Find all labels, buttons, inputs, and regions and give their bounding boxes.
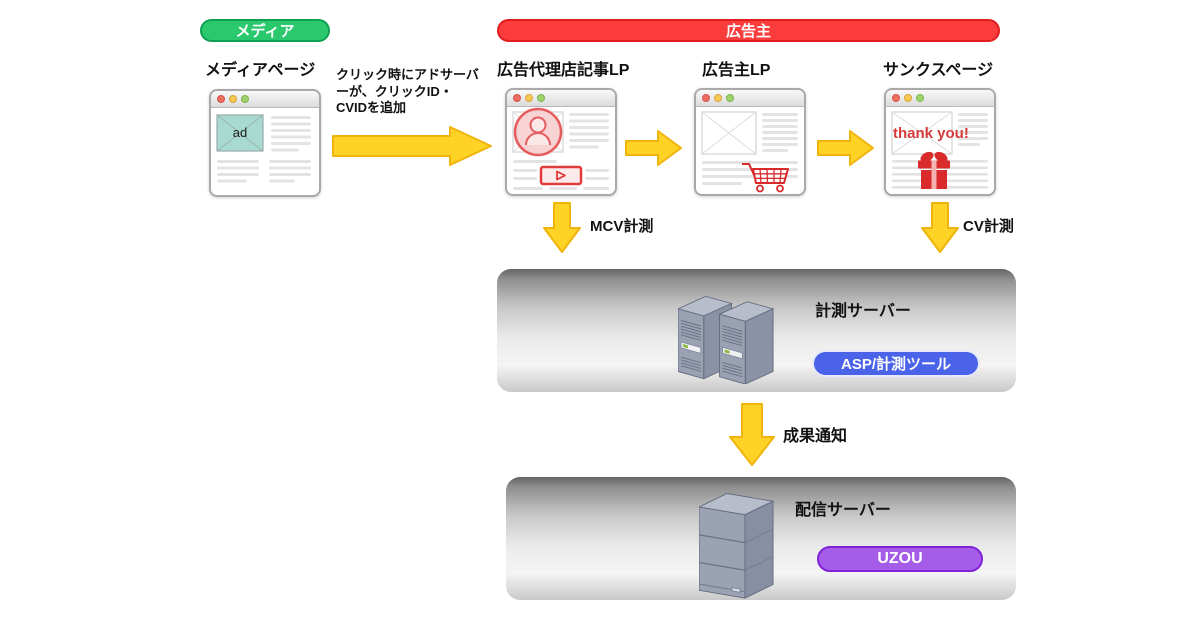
advertiser-domain-badge: 広告主 (497, 19, 1000, 42)
advertiser-lp-window (694, 88, 806, 196)
cv-down-arrow-icon (921, 202, 959, 253)
zoom-dot-icon (241, 95, 249, 103)
agency-lp-content (507, 107, 615, 194)
media-page-title: メディアページ (205, 62, 316, 79)
thank-you-text: thank you! (893, 125, 969, 142)
ad-label: ad (233, 125, 247, 140)
result-notify-label: 成果通知 (783, 428, 848, 445)
agency-lp-graphic (512, 107, 609, 190)
gift-box-icon (918, 151, 950, 189)
asp-tool-badge: ASP/計測ツール (812, 350, 980, 377)
click-id-note: クリック時にアドサーバーが、クリックID・CVIDを追加 (336, 67, 479, 116)
flow-arrow-right-icon (817, 130, 874, 166)
flow-arrow-right-icon (625, 130, 682, 166)
shopping-cart-icon (742, 163, 789, 193)
agency-lp-window (505, 88, 617, 196)
media-page-window: ad (209, 89, 321, 197)
cv-measure-label: CV計測 (963, 218, 1014, 235)
mcv-measure-label: MCV計測 (590, 218, 654, 235)
advertiser-lp-content (696, 107, 804, 194)
person-avatar-icon (513, 107, 563, 157)
agency-lp-title: 広告代理店記事LP (497, 62, 630, 79)
zoom-dot-icon (726, 94, 734, 102)
close-dot-icon (513, 94, 521, 102)
ad-placeholder-graphic: ad (216, 114, 311, 183)
delivery-server-title: 配信サーバー (795, 502, 891, 519)
close-dot-icon (217, 95, 225, 103)
advertiser-lp-graphic (701, 111, 798, 193)
video-play-button-icon (539, 165, 583, 186)
delivery-server-tower-icon (699, 492, 775, 599)
thanks-page-graphic: thank you! (891, 111, 988, 189)
close-dot-icon (702, 94, 710, 102)
thanks-page-content: thank you! (886, 107, 994, 194)
thanks-page-title: サンクスページ (883, 62, 994, 79)
advertiser-lp-title: 広告主LP (702, 62, 771, 79)
mcv-down-arrow-icon (543, 202, 581, 253)
flow-arrow-right-main-icon (332, 126, 492, 166)
minimize-dot-icon (714, 94, 722, 102)
media-domain-badge: メディア (200, 19, 330, 42)
server-towers-icon (678, 295, 775, 384)
browser-titlebar (211, 91, 319, 108)
thanks-page-window: thank you! (884, 88, 996, 196)
media-page-content: ad (211, 108, 319, 195)
browser-titlebar (696, 90, 804, 107)
result-down-arrow-icon (729, 403, 775, 466)
minimize-dot-icon (525, 94, 533, 102)
zoom-dot-icon (916, 94, 924, 102)
close-dot-icon (892, 94, 900, 102)
browser-titlebar (507, 90, 615, 107)
browser-titlebar (886, 90, 994, 107)
uzou-badge: UZOU (817, 546, 983, 572)
measurement-server-title: 計測サーバー (815, 303, 911, 320)
minimize-dot-icon (229, 95, 237, 103)
zoom-dot-icon (537, 94, 545, 102)
minimize-dot-icon (904, 94, 912, 102)
